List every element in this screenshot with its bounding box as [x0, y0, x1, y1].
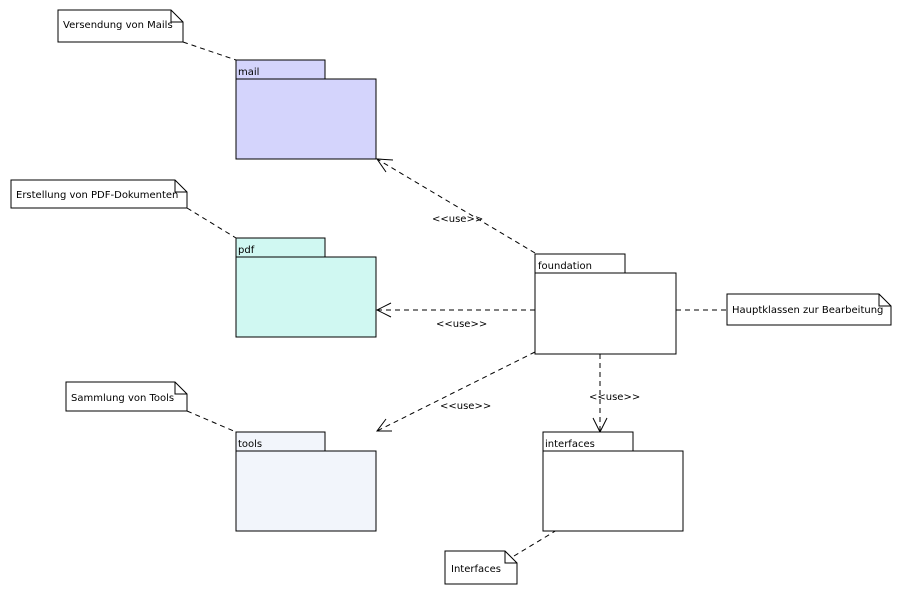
note-anchor-tools: [186, 410, 237, 433]
package-name-mail: mail: [238, 67, 259, 78]
package-interfaces[interactable]: interfaces: [542, 431, 684, 532]
package-tools[interactable]: tools: [235, 431, 377, 532]
stereotype-label-interfaces: <<use>>: [589, 392, 640, 403]
note-tools[interactable]: Sammlung von Tools: [65, 381, 188, 412]
package-name-interfaces: interfaces: [545, 439, 595, 450]
note-text-interfaces: Interfaces: [451, 564, 501, 575]
note-text-tools: Sammlung von Tools: [71, 393, 174, 404]
package-name-pdf: pdf: [238, 245, 255, 256]
note-anchor-interfaces: [513, 529, 558, 557]
dependency-foundation-pdf: [375, 302, 535, 318]
package-name-foundation: foundation: [538, 261, 592, 272]
note-interfaces[interactable]: Interfaces: [444, 550, 518, 585]
package-mail[interactable]: mail: [235, 59, 377, 160]
stereotype-label-pdf: <<use>>: [436, 319, 487, 330]
package-foundation[interactable]: foundation: [534, 253, 677, 355]
note-pdf[interactable]: Erstellung von PDF-Dokumenten: [10, 179, 188, 209]
dependency-foundation-mail: [376, 158, 536, 254]
stereotype-label-tools: <<use>>: [440, 401, 491, 412]
dependency-foundation-tools: [376, 351, 536, 432]
package-name-tools: tools: [238, 439, 262, 450]
note-foundation[interactable]: Hauptklassen zur Bearbeitung: [726, 293, 892, 326]
stereotype-label-mail: <<use>>: [432, 214, 483, 225]
note-text-foundation: Hauptklassen zur Bearbeitung: [732, 305, 883, 316]
note-anchor-pdf: [186, 207, 237, 239]
package-pdf[interactable]: pdf: [235, 237, 377, 338]
note-mail[interactable]: Versendung von Mails: [57, 9, 184, 43]
note-text-pdf: Erstellung von PDF-Dokumenten: [16, 190, 178, 201]
note-anchor-mail: [182, 41, 237, 61]
note-text-mail: Versendung von Mails: [63, 20, 173, 31]
